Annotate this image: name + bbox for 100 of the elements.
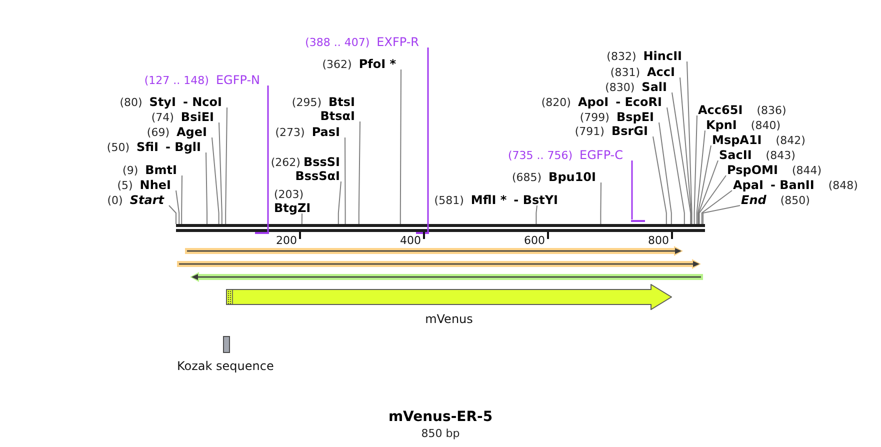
site-position: (5) xyxy=(117,178,133,192)
primer-mark xyxy=(416,232,429,234)
leader-line xyxy=(666,107,685,224)
feature-label: mVenus xyxy=(425,312,473,326)
leader-line xyxy=(400,69,402,224)
site-position: (836) xyxy=(756,104,786,116)
leader-line xyxy=(181,175,182,224)
leader-line xyxy=(701,190,732,224)
site-position: (581) xyxy=(434,194,464,206)
leader-line xyxy=(680,77,692,224)
site-position: (203) xyxy=(274,188,304,200)
site-position: (74) xyxy=(151,110,174,124)
leader-line xyxy=(338,181,342,224)
site-position: (831) xyxy=(610,66,640,78)
enzyme-name: BssSαI xyxy=(295,168,340,182)
leader-line xyxy=(358,121,360,224)
enzyme-name: BsiEI xyxy=(180,110,214,124)
enzyme-name: MspA1I xyxy=(712,132,762,146)
leader-line xyxy=(698,175,726,224)
primer-position: (735 .. 756) xyxy=(508,148,573,162)
site-position: (830) xyxy=(605,80,635,94)
enzyme-name: BsrGI xyxy=(611,124,648,138)
enzyme-name: HincII xyxy=(643,48,682,62)
enzyme-name: BspEI xyxy=(616,110,654,124)
site-position: (799) xyxy=(580,110,610,124)
enzyme-name: Bpu10I xyxy=(548,170,596,184)
site-position: (820) xyxy=(541,96,571,108)
leader-line xyxy=(702,205,740,224)
primer-leader-line xyxy=(631,160,633,220)
leader-line xyxy=(536,205,538,224)
site-position: (262) xyxy=(270,156,300,168)
leader-line xyxy=(168,205,176,224)
enzyme-name: - BanII xyxy=(770,178,814,192)
enzyme-name: Acc65I xyxy=(698,102,743,116)
site-position: (850) xyxy=(780,194,810,206)
site-position: (848) xyxy=(828,178,858,192)
enzyme-name: BtsI xyxy=(328,94,355,108)
sequence-length: 850 bp xyxy=(421,426,460,440)
primer-mark xyxy=(255,232,269,234)
leader-line xyxy=(686,61,692,224)
enzyme-name: SalI xyxy=(642,80,667,94)
site-position: (844) xyxy=(792,164,822,176)
scale-label: 200 xyxy=(276,234,297,246)
leader-line xyxy=(694,115,698,224)
enzyme-name: - NcoI xyxy=(182,94,222,108)
primer-mark xyxy=(631,220,645,222)
enzyme-name: - EcoRI xyxy=(616,94,662,108)
site-position: (791) xyxy=(574,124,604,138)
leader-line xyxy=(652,136,667,224)
enzyme-name: PspOMI xyxy=(727,162,778,176)
scale-label: 600 xyxy=(524,234,545,246)
leader-line xyxy=(672,92,692,224)
primer-name: EGFP-C xyxy=(580,148,623,162)
enzyme-name: KpnI xyxy=(706,118,737,132)
site-position: (685) xyxy=(512,170,542,184)
enzyme-name: SfiI xyxy=(136,140,159,154)
scale-label: 400 xyxy=(400,234,421,246)
enzyme-name: ApoI xyxy=(578,94,609,108)
enzyme-name: NheI xyxy=(140,178,171,192)
leader-line xyxy=(344,137,346,224)
primer-name: EXFP-R xyxy=(376,34,419,48)
primer-leader-line xyxy=(267,86,269,232)
enzyme-name: - BglI xyxy=(166,140,201,154)
leader-line xyxy=(206,152,208,224)
site-position: (0) xyxy=(107,194,123,206)
enzyme-name: - BstYI xyxy=(514,192,558,206)
map-title: mVenus-ER-5 xyxy=(388,409,493,425)
site-position: (50) xyxy=(106,140,130,154)
enzyme-name: BssSI xyxy=(303,154,340,168)
sequence-feature xyxy=(185,246,683,256)
leader-line xyxy=(225,107,228,224)
enzyme-name: BtsαI xyxy=(320,108,355,122)
enzyme-name: BmtI xyxy=(145,162,177,176)
site-position: (832) xyxy=(606,50,636,62)
dna-backbone xyxy=(176,224,705,232)
site-position: (69) xyxy=(146,126,170,138)
leader-line xyxy=(696,130,706,224)
leader-line xyxy=(658,122,672,224)
sequence-feature xyxy=(190,272,703,282)
enzyme-name: SacII xyxy=(719,148,752,162)
site-position: (9) xyxy=(122,164,138,176)
scale-label: 800 xyxy=(648,234,669,246)
enzyme-name: ApaI xyxy=(733,178,764,192)
sequence-feature xyxy=(177,258,701,268)
primer-position: (388 .. 407) xyxy=(305,36,370,48)
site-position: (840) xyxy=(750,118,780,132)
enzyme-name: PfoI * xyxy=(358,56,396,70)
enzyme-name: End xyxy=(741,192,766,206)
site-position: (843) xyxy=(766,148,796,162)
feature-label: Kozak sequence xyxy=(177,359,274,373)
enzyme-name: MflI * xyxy=(470,192,507,206)
enzyme-name: Start xyxy=(130,192,164,206)
leader-line xyxy=(698,145,712,224)
primer-leader-line xyxy=(427,48,429,232)
leader-line xyxy=(600,182,602,224)
leader-line xyxy=(176,190,180,224)
site-position: (80) xyxy=(120,96,142,108)
enzyme-name: AccI xyxy=(647,64,675,78)
enzyme-name: StyI xyxy=(149,94,176,108)
primer-name: EGFP-N xyxy=(216,72,260,86)
